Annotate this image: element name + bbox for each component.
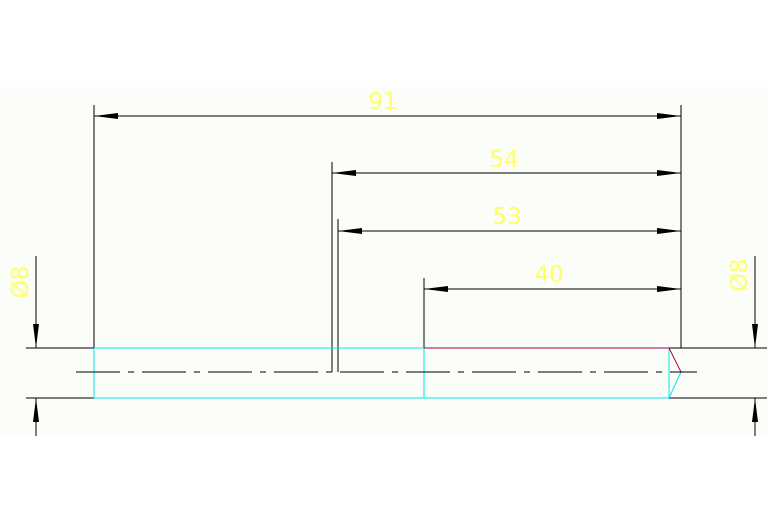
dimension-53: 53 xyxy=(338,204,681,234)
dimension-53-text: 53 xyxy=(492,204,521,230)
diameter-left-dimension: Ø8 xyxy=(8,256,39,436)
chamfer-edge xyxy=(424,347,682,373)
dimension-54: 54 xyxy=(332,147,681,176)
drawing-canvas xyxy=(0,87,767,435)
dimension-91: 91 xyxy=(94,89,681,119)
diameter-left-text: Ø8 xyxy=(8,266,34,299)
extension-lines xyxy=(93,105,682,372)
dimension-40: 40 xyxy=(424,262,681,292)
dimension-54-text: 54 xyxy=(489,147,518,173)
diameter-right-dimension: Ø8 xyxy=(727,256,758,436)
dimension-91-text: 91 xyxy=(368,89,397,115)
dimension-40-text: 40 xyxy=(534,262,563,288)
diameter-right-text: Ø8 xyxy=(727,259,753,292)
part-outline xyxy=(93,347,682,399)
